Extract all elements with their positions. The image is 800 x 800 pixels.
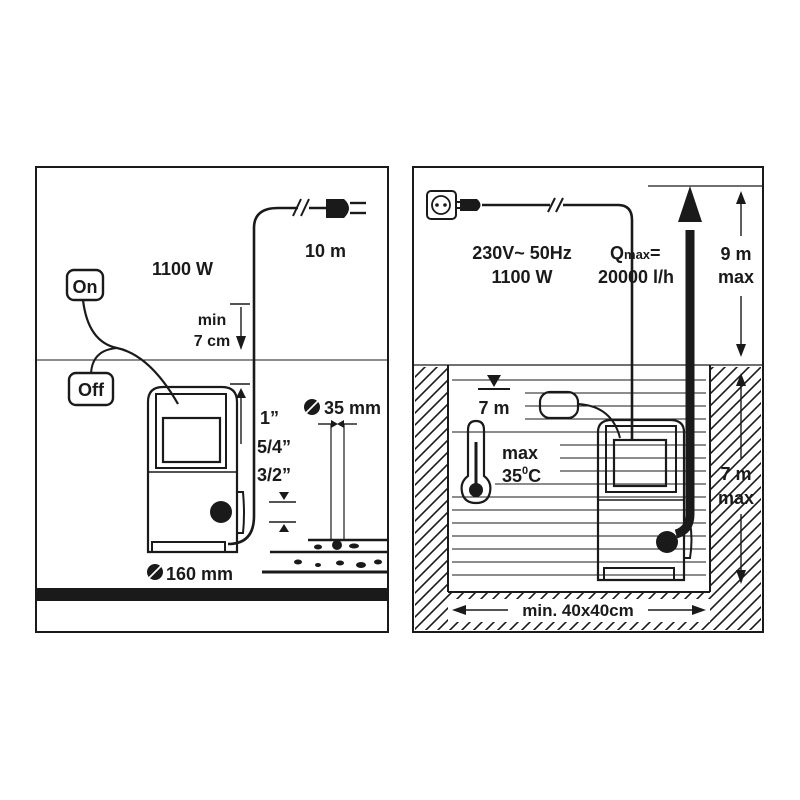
power-label: 1100 W <box>491 267 552 287</box>
pump-left <box>146 385 245 554</box>
power-cable-left <box>227 206 298 546</box>
plug-icon <box>326 199 349 218</box>
particle-size-label: 35 mm <box>324 398 381 418</box>
outlet-size-2: 5/4” <box>257 437 291 457</box>
min-depth-label-1: min <box>198 312 226 329</box>
switch-off-box <box>67 371 115 407</box>
arrow-down-icon <box>487 375 501 387</box>
temp-label-2: 350C <box>502 465 541 486</box>
outlet-port <box>656 531 678 553</box>
diameter-icon <box>304 399 320 415</box>
pump-right <box>596 418 693 582</box>
shaft-size-label: min. 40x40cm <box>522 601 634 620</box>
head-label-1: 9 m <box>720 244 751 264</box>
floor-slab <box>36 588 388 601</box>
power-cable-right <box>563 203 634 440</box>
arrow-left-icon <box>452 605 466 615</box>
arrow-right-icon <box>692 605 706 615</box>
voltage-label: 230V~ 50Hz <box>472 243 572 263</box>
flow-label: Qmax= <box>610 243 661 263</box>
arrow-down-icon <box>736 570 746 584</box>
diameter-icon <box>147 564 163 580</box>
arrow-down-icon <box>236 336 246 350</box>
gravel-layer <box>262 538 388 574</box>
left-panel-frame <box>35 166 389 633</box>
min-depth-label-2: 7 cm <box>194 333 230 350</box>
switch-off-label: Off <box>78 380 105 400</box>
power-label: 1100 W <box>152 259 213 279</box>
float-cord <box>577 403 621 439</box>
arrow-up-icon <box>736 191 746 204</box>
socket-icon <box>426 190 457 220</box>
float-switch <box>538 390 580 420</box>
discharge-pipe <box>674 230 695 539</box>
outlet-size-1: 1” <box>260 408 279 428</box>
outlet-port <box>210 501 232 523</box>
shaft-wall-right <box>710 367 761 630</box>
float-cord-on <box>81 299 179 405</box>
arrow-up-icon <box>736 373 746 386</box>
switch-on-box <box>65 268 105 302</box>
cable-length-label: 10 m <box>305 241 346 261</box>
immersion-depth-label: 7 m <box>478 398 509 418</box>
arrow-up-icon <box>678 186 702 222</box>
right-panel: 230V~ 50Hz 1100 W Qmax= 20000 l/h 9 m ma… <box>412 166 764 633</box>
right-panel-frame <box>412 166 764 633</box>
arrow-down-icon <box>736 344 746 357</box>
depth-label-2: max <box>718 488 754 508</box>
left-panel: 1100 W 10 m On Off min 7 cm 35 mm 1” 5/4… <box>35 166 389 633</box>
shaft-diameter-label: 160 mm <box>166 564 233 584</box>
plug-icon <box>460 199 481 211</box>
thermometer-icon <box>460 419 492 505</box>
switch-on-label: On <box>73 277 98 297</box>
arrow-up-icon <box>236 388 246 398</box>
head-label-2: max <box>718 267 754 287</box>
outlet-size-3: 3/2” <box>257 465 291 485</box>
depth-label-1: 7 m <box>720 464 751 484</box>
temp-label-1: max <box>502 443 538 463</box>
flow-value: 20000 l/h <box>598 267 674 287</box>
shaft-wall-left <box>415 367 448 630</box>
float-cord-off <box>90 347 118 375</box>
